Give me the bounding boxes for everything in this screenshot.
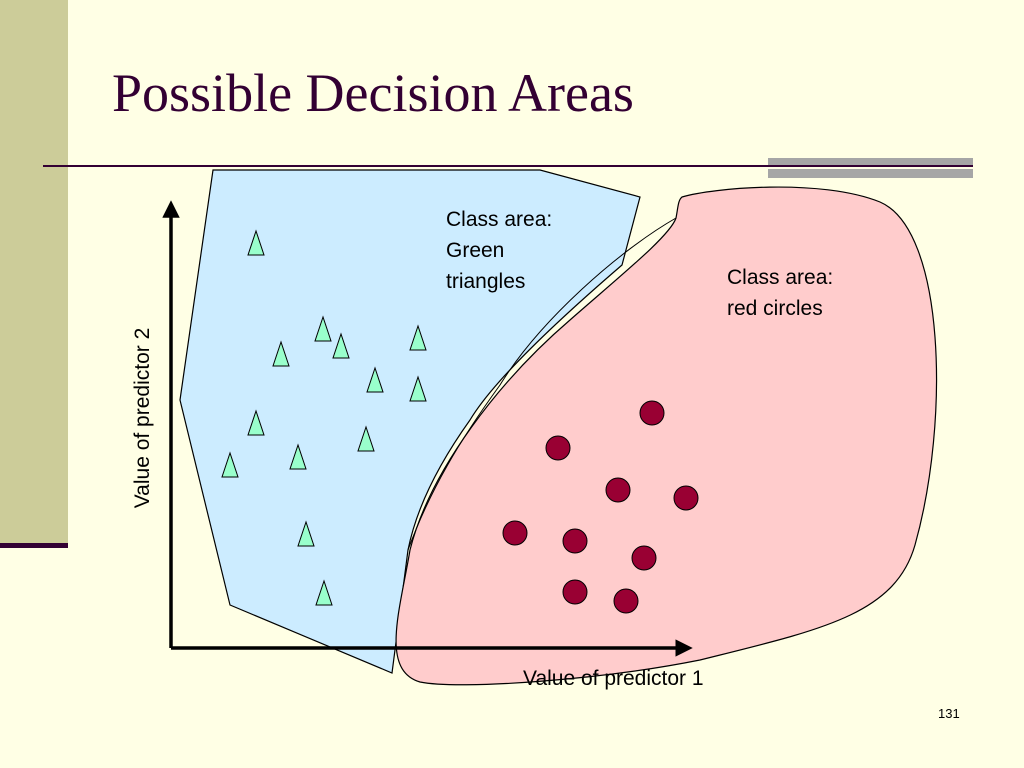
red-circle-marker (613, 588, 639, 614)
green-class-area (179, 169, 641, 674)
green-area-label-line: triangles (446, 270, 526, 293)
red-circle-marker (673, 485, 699, 511)
red-circle-marker (639, 400, 665, 426)
green-triangle-marker (289, 443, 307, 470)
green-area-label: Class area: Green triangles (446, 204, 552, 297)
x-axis-label: Value of predictor 1 (523, 667, 704, 690)
green-triangle-marker (247, 409, 265, 436)
green-triangle-marker (409, 324, 427, 351)
green-triangle-marker (357, 425, 375, 452)
page-number: 131 (938, 706, 960, 721)
red-area-label-line: Class area: (727, 266, 834, 289)
green-triangle-marker (314, 315, 332, 342)
red-circle-marker (631, 545, 657, 571)
side-accent-band (0, 0, 68, 545)
green-triangle-marker (332, 332, 350, 359)
red-circle-marker (545, 435, 571, 461)
green-triangle-marker (366, 366, 384, 393)
slide-title: Possible Decision Areas (112, 63, 634, 123)
green-triangle-marker (247, 229, 265, 256)
decorative-bar-top (768, 158, 973, 165)
side-accent-line (0, 543, 68, 548)
green-triangle-marker (409, 375, 427, 402)
green-triangle-marker (315, 579, 333, 606)
red-area-label: Class area: red circles (727, 262, 833, 324)
title-divider (43, 165, 973, 167)
boundary-line (407, 217, 677, 551)
red-class-area (395, 186, 938, 686)
green-triangle-marker (272, 340, 290, 367)
circle-points (502, 400, 699, 614)
green-triangle-marker (221, 451, 239, 478)
green-triangle-marker (297, 520, 315, 547)
green-area-label-line: Class area: (446, 208, 553, 231)
red-circle-marker (562, 579, 588, 605)
red-area-label-line: red circles (727, 297, 823, 320)
red-circle-marker (502, 520, 528, 546)
red-circle-marker (562, 528, 588, 554)
y-axis-label: Value of predictor 2 (131, 327, 154, 509)
decorative-bar-bottom (768, 169, 973, 178)
green-area-label-line: Green (446, 239, 505, 262)
triangle-points (221, 229, 427, 606)
red-circle-marker (605, 477, 631, 503)
